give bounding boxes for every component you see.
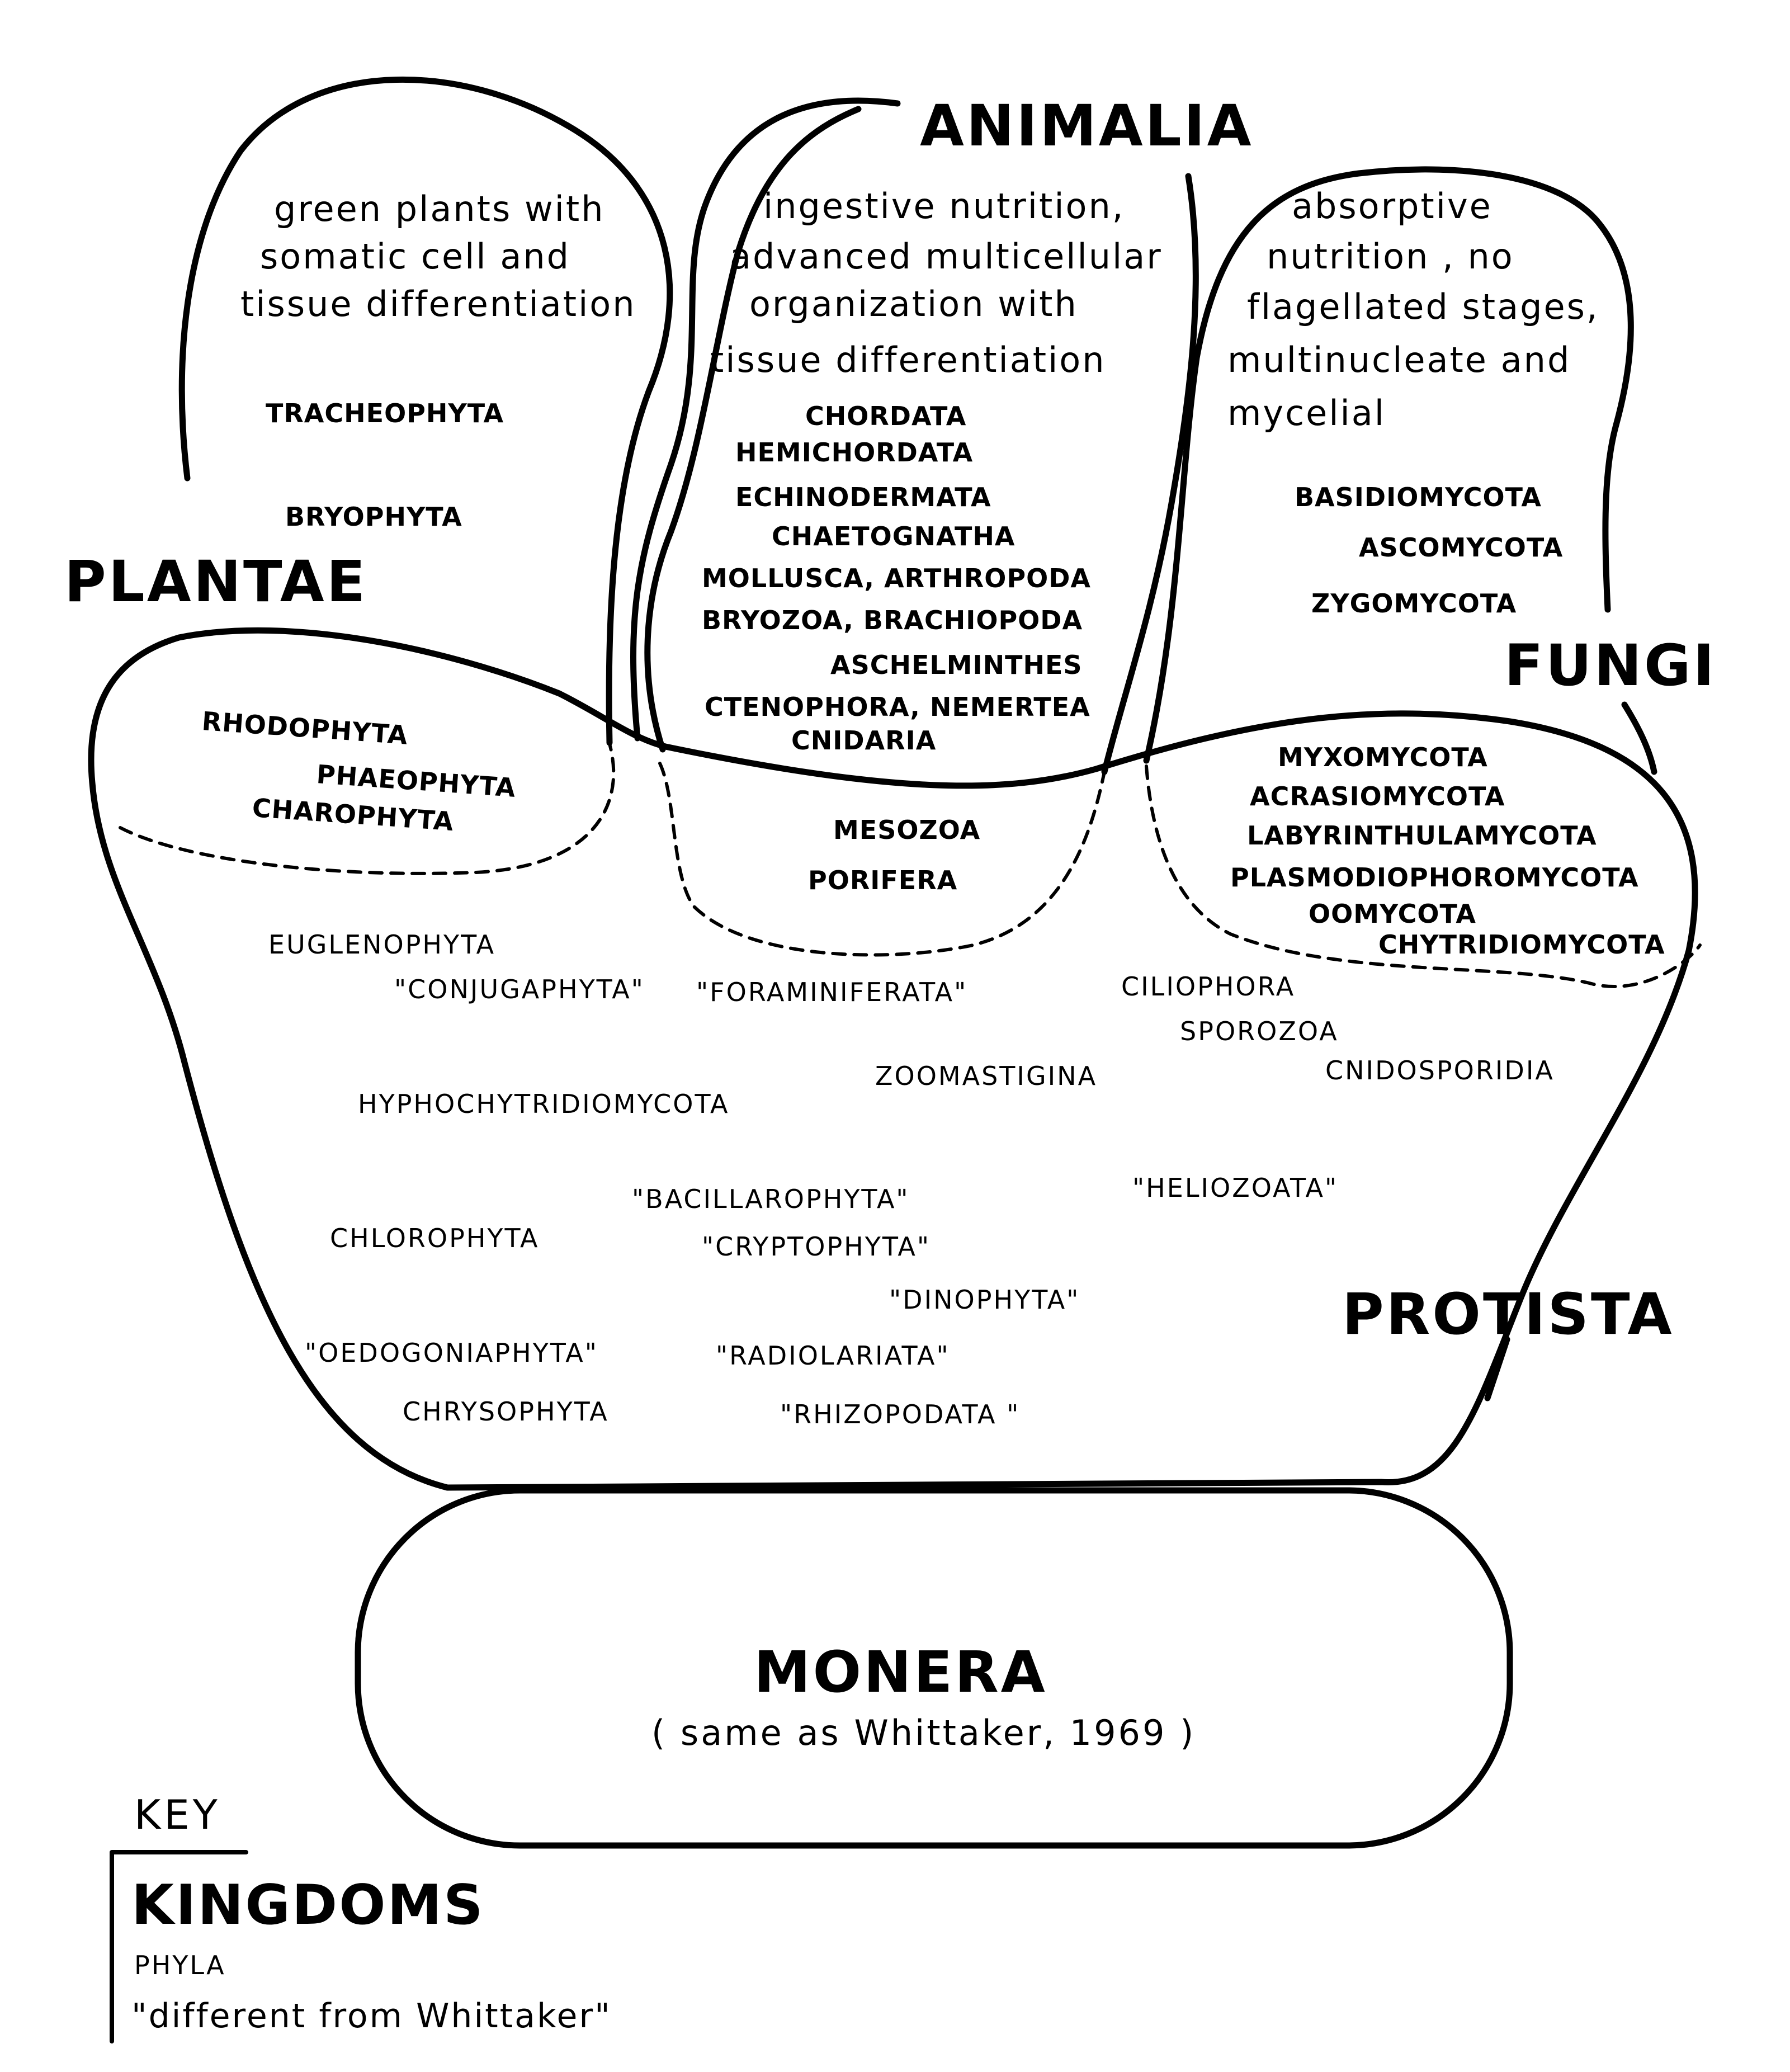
phylum-rhodophyta: RHODOPHYTA bbox=[201, 706, 409, 751]
phylum-dinophyta: "DINOPHYTA" bbox=[889, 1285, 1080, 1315]
phylum-conjugaphyta: "CONJUGAPHYTA" bbox=[394, 974, 645, 1004]
phylum-cnidosporidia: CNIDOSPORIDIA bbox=[1325, 1055, 1555, 1085]
key-bracket bbox=[110, 1850, 248, 2043]
phylum-oomycota: OOMYCOTA bbox=[1309, 899, 1476, 929]
phylum-mesozoa: MESOZOA bbox=[833, 815, 980, 845]
monera-note: ( same as Whittaker, 1969 ) bbox=[651, 1712, 1196, 1753]
phylum-chlorophyta: CHLOROPHYTA bbox=[330, 1223, 540, 1253]
plantae-description-line-1: green plants with bbox=[274, 188, 605, 229]
fungi-boundary bbox=[1143, 166, 1634, 764]
phylum-heliozoata: "HELIOZOATA" bbox=[1132, 1173, 1338, 1203]
phylum-zoomastigina: ZOOMASTIGINA bbox=[875, 1061, 1097, 1091]
kingdom-protista-label: PROTISTA bbox=[1342, 1281, 1674, 1348]
animalia-description-line-1: ingestive nutrition, bbox=[763, 186, 1125, 226]
phylum-ciliophora: CILIOPHORA bbox=[1121, 971, 1295, 1002]
phylum-echinodermata: ECHINODERMATA bbox=[735, 482, 991, 512]
phylum-tracheophyta: TRACHEOPHYTA bbox=[266, 398, 504, 428]
plantae-description-line-3: tissue differentiation bbox=[240, 284, 636, 324]
key-kingdoms-example: KINGDOMS bbox=[131, 1873, 485, 1937]
phylum-rhizopodata: "RHIZOPODATA " bbox=[780, 1399, 1020, 1429]
phylum-euglenophyta: EUGLENOPHYTA bbox=[268, 929, 495, 960]
phylum-mollusca-arthropoda: MOLLUSCA, ARTHROPODA bbox=[702, 563, 1091, 593]
fungi-label-connector bbox=[1621, 701, 1657, 775]
phylum-radiolariata: "RADIOLARIATA" bbox=[716, 1341, 950, 1371]
fungi-description-line-3: flagellated stages, bbox=[1247, 286, 1599, 327]
phylum-porifera: PORIFERA bbox=[808, 865, 957, 895]
plantae-description-line-2: somatic cell and bbox=[260, 236, 570, 277]
fungi-description-line-2: nutrition , no bbox=[1267, 236, 1514, 277]
animalia-description-line-4: tissue differentiation bbox=[710, 339, 1106, 380]
kingdom-plantae-label: PLANTAE bbox=[64, 549, 367, 615]
phylum-cnidaria: CNIDARIA bbox=[791, 725, 936, 756]
phylum-chaetognatha: CHAETOGNATHA bbox=[772, 521, 1016, 551]
phylum-hyphochytridiomycota: HYPHOCHYTRIDIOMYCOTA bbox=[358, 1089, 729, 1119]
kingdom-monera-label: MONERA bbox=[754, 1639, 1047, 1706]
plantae-boundary bbox=[178, 77, 673, 746]
animalia-inner-boundary bbox=[644, 106, 862, 753]
monera-boundary bbox=[355, 1487, 1513, 1849]
phylum-labyrinthulamycota: LABYRINTHULAMYCOTA bbox=[1247, 820, 1597, 851]
key-title: KEY bbox=[134, 1791, 221, 1838]
protista-label-connector bbox=[1484, 1336, 1510, 1401]
phylum-zygomycota: ZYGOMYCOTA bbox=[1311, 588, 1517, 619]
plantae-algae-dashed-boundary bbox=[119, 742, 616, 875]
phylum-oedogoniaphyta: "OEDOGONIAPHYTA" bbox=[305, 1338, 598, 1368]
phylum-charophyta: CHAROPHYTA bbox=[251, 792, 455, 837]
phylum-ascomycota: ASCOMYCOTA bbox=[1359, 532, 1563, 563]
phylum-basidiomycota: BASIDIOMYCOTA bbox=[1295, 482, 1542, 512]
phylum-foraminiferata: "FORAMINIFERATA" bbox=[696, 977, 967, 1007]
phylum-sporozoa: SPOROZOA bbox=[1180, 1016, 1339, 1046]
phylum-aschelminthes: ASCHELMINTHES bbox=[830, 650, 1083, 680]
fungi-description-line-4: multinucleate and bbox=[1227, 339, 1571, 380]
fungi-lower-dashed-boundary bbox=[1145, 764, 1702, 988]
kingdom-animalia-label: ANIMALIA bbox=[920, 93, 1254, 159]
key-phyla-example: PHYLA bbox=[134, 1950, 226, 1980]
phylum-bryozoa-brachiopoda: BRYOZOA, BRACHIOPODA bbox=[702, 605, 1083, 635]
phylum-bryophyta: BRYOPHYTA bbox=[285, 502, 462, 532]
phylum-chrysophyta: CHRYSOPHYTA bbox=[403, 1396, 609, 1427]
phylum-ctenophora-nemertea: CTENOPHORA, NEMERTEA bbox=[705, 692, 1090, 722]
animalia-description-line-3: organization with bbox=[749, 284, 1078, 324]
kingdom-fungi-label: FUNGI bbox=[1504, 633, 1717, 699]
animalia-description-line-2: advanced multicellular bbox=[730, 236, 1163, 277]
animalia-right-boundary bbox=[1101, 173, 1199, 775]
phylum-bacillarophyta: "BACILLAROPHYTA" bbox=[632, 1184, 910, 1214]
key-different-example: "different from Whittaker" bbox=[131, 1997, 612, 2036]
phylum-cryptophyta: "CRYPTOPHYTA" bbox=[702, 1231, 931, 1262]
protista-boundary bbox=[88, 627, 1698, 1491]
phylum-acrasiomycota: ACRASIOMYCOTA bbox=[1250, 781, 1505, 811]
phylum-myxomycota: MYXOMYCOTA bbox=[1278, 742, 1488, 772]
phylum-phaeophyta: PHAEOPHYTA bbox=[315, 759, 517, 803]
fungi-description-line-1: absorptive bbox=[1292, 186, 1493, 226]
fungi-description-line-5: mycelial bbox=[1227, 393, 1386, 433]
phylum-chytridiomycota: CHYTRIDIOMYCOTA bbox=[1378, 929, 1665, 960]
phylum-plasmodiophoromycota: PLASMODIOPHOROMYCOTA bbox=[1230, 862, 1639, 893]
animalia-lower-dashed-boundary bbox=[658, 762, 1106, 957]
phylum-chordata: CHORDATA bbox=[805, 401, 966, 431]
phylum-hemichordata: HEMICHORDATA bbox=[735, 437, 973, 468]
animalia-outer-boundary bbox=[630, 97, 901, 742]
